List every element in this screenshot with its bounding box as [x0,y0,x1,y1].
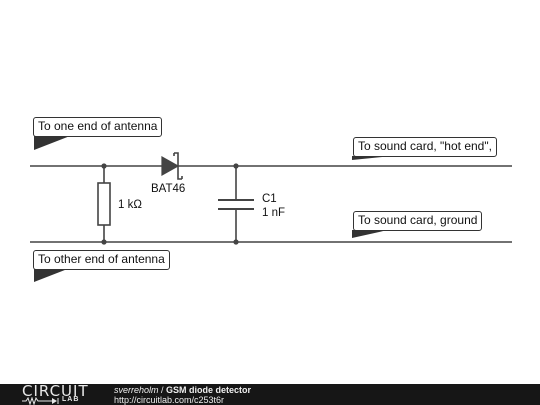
logo-sublabel: LAB [62,396,80,403]
author-link[interactable]: sverreholm [114,385,159,395]
junction-dot [233,239,239,245]
resistor-symbol [97,166,111,242]
junction-dot [101,163,107,169]
circuit-title: GSM diode detector [166,385,252,395]
net-label-sound-hot: To sound card, "hot end", [353,137,497,157]
label-pointer [34,136,70,150]
credit-separator: / [158,385,167,395]
resistor-value: 1 kΩ [118,199,142,211]
net-label-sound-ground: To sound card, ground [353,211,483,231]
capacitor-value: 1 nF [262,207,286,219]
net-label-antenna-other: To other end of antenna [33,250,170,270]
waveform-icon [22,397,59,405]
capacitor-ref: C1 [262,193,277,205]
label-pointer [352,230,388,238]
footer-bar: CIRCUIT LAB sverreholm / GSM diode detec… [0,384,540,405]
diode-symbol [161,152,183,180]
net-label-antenna-one: To one end of antenna [33,117,163,137]
junction-dot [233,163,239,169]
label-pointer [34,268,70,282]
circuit-url[interactable]: http://circuitlab.com/c253t6r [114,395,225,405]
capacitor-symbol [218,166,254,242]
diode-part-number: BAT46 [151,183,186,195]
label-pointer [352,156,392,160]
junction-dot [101,239,107,245]
circuit-credit: sverreholm / GSM diode detector [114,385,251,395]
circuitlab-logo[interactable]: CIRCUIT [22,382,89,400]
